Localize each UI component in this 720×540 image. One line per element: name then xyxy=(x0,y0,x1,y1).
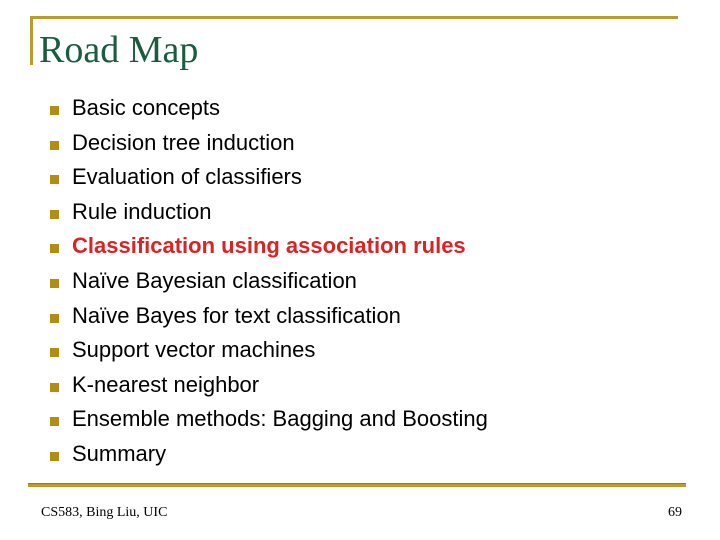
list-item-label: Naïve Bayes for text classification xyxy=(72,302,401,328)
list-item-label: Summary xyxy=(72,440,167,466)
list-item-label: Rule induction xyxy=(72,198,212,224)
bullet-square-icon xyxy=(50,382,59,392)
list-item-label: Basic concepts xyxy=(72,95,220,120)
list-item: Summary xyxy=(50,437,690,472)
footer-course-label: CS583, Bing Liu, UIC xyxy=(41,505,168,520)
slide-title: Road Map xyxy=(39,29,199,71)
bullet-square-icon xyxy=(50,348,59,358)
bullet-list: Basic concepts Decision tree induction E… xyxy=(50,91,690,472)
bullet-square-icon xyxy=(50,209,59,219)
list-item-label: Support vector machines xyxy=(72,337,316,363)
bullet-square-icon xyxy=(50,175,59,185)
page-number: 69 xyxy=(668,505,682,520)
title-accent-line-vertical xyxy=(30,16,33,65)
bullet-square-icon xyxy=(50,140,59,150)
bullet-square-icon xyxy=(50,106,59,115)
list-item-label: Decision tree induction xyxy=(72,129,295,155)
list-item-highlighted: Classification using association rules xyxy=(50,229,690,264)
bullet-square-icon xyxy=(50,451,59,461)
list-item-label: Ensemble methods: Bagging and Boosting xyxy=(72,406,488,432)
list-item: K-nearest neighbor xyxy=(50,368,690,403)
list-item: Basic concepts xyxy=(50,91,690,126)
bullet-square-icon xyxy=(50,417,59,427)
list-item: Evaluation of classifiers xyxy=(50,160,690,195)
list-item-label: Classification using association rules xyxy=(72,233,466,259)
bullet-square-icon xyxy=(50,313,59,323)
bullet-square-icon xyxy=(50,278,59,288)
list-item: Decision tree induction xyxy=(50,126,690,161)
list-item: Rule induction xyxy=(50,195,690,230)
bullet-square-icon xyxy=(50,244,59,254)
list-item: Ensemble methods: Bagging and Boosting xyxy=(50,402,690,437)
footer-divider-line xyxy=(28,483,686,487)
list-item: Naïve Bayesian classification xyxy=(50,264,690,299)
list-item-label: Evaluation of classifiers xyxy=(72,164,302,190)
list-item: Support vector machines xyxy=(50,333,690,368)
list-item: Naïve Bayes for text classification xyxy=(50,299,690,334)
list-item-label: K-nearest neighbor xyxy=(72,371,260,397)
list-item-label: Naïve Bayesian classification xyxy=(72,267,357,293)
title-accent-line-horizontal xyxy=(30,16,678,19)
